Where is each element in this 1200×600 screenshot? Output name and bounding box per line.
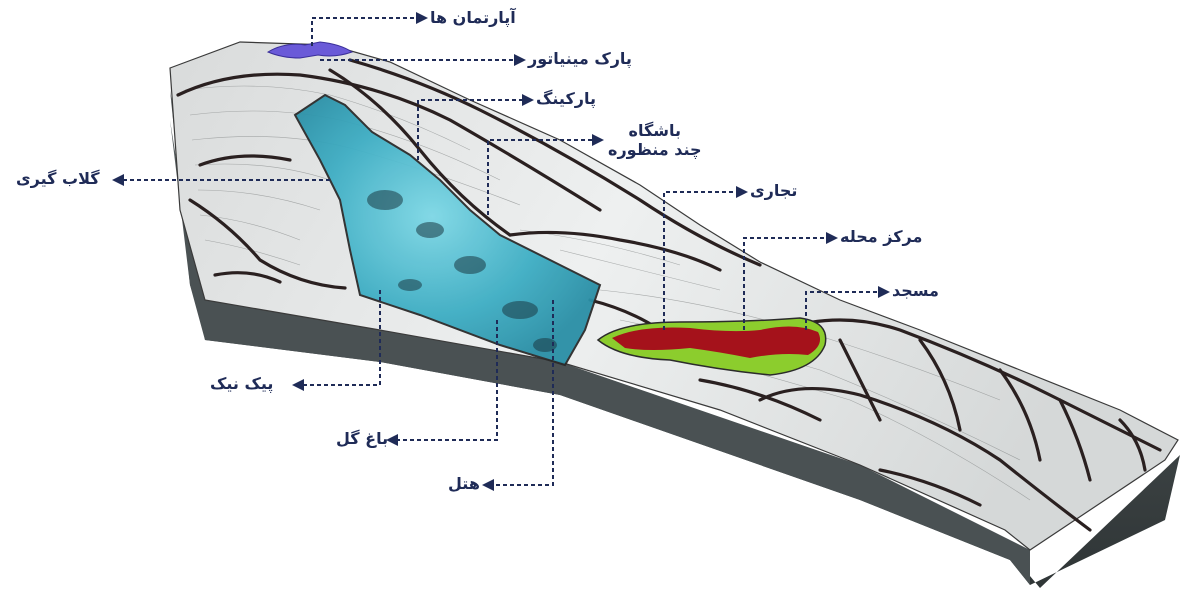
leader-apartments [311, 12, 428, 46]
label-apartments: آپارتمان ها [430, 8, 516, 27]
leader-neighborhood-center [743, 232, 838, 330]
leader-rose-garden [386, 320, 498, 446]
label-multi-club: باشگاه چند منظوره [608, 121, 702, 159]
hotel-zone [293, 93, 602, 367]
apartments-marker [266, 41, 354, 59]
label-picnic: پیک نیک [210, 374, 274, 393]
label-rose-water: گلاب گیری [16, 169, 100, 188]
commercial-zone [612, 326, 821, 358]
road-network [176, 58, 1162, 532]
label-mini-park: پارک مینیاتور [528, 49, 632, 68]
label-neighborhood-center: مرکز محله [840, 227, 923, 246]
leader-mosque [805, 286, 890, 330]
label-hotel: هتل [448, 474, 480, 493]
leader-picnic [292, 290, 381, 391]
label-multi-club-line1: باشگاه [628, 121, 682, 140]
leader-lines [112, 12, 890, 491]
hotel-zone-shadows [367, 190, 557, 352]
label-multi-club-line2: چند منظوره [608, 140, 702, 159]
leader-multi-club [487, 134, 604, 215]
label-mosque: مسجد [892, 281, 939, 300]
label-commercial: تجاری [750, 181, 798, 200]
terrain-front-face [170, 90, 1030, 585]
leader-hotel [482, 300, 554, 491]
leader-commercial [663, 186, 748, 330]
label-parking: پارکینگ [536, 89, 596, 108]
label-rose-garden: باغ گل [336, 429, 389, 448]
leader-parking [417, 94, 534, 160]
